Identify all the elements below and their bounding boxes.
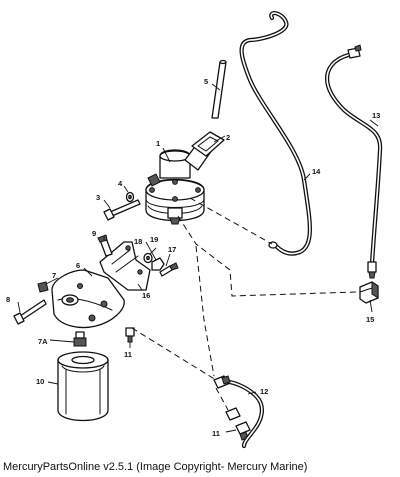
fuel-filter-10 [57,351,109,422]
fitting-7a [73,331,87,347]
fuel-system-exploded-diagram: 1 2 3 4 5 6 7 7A 8 9 10 11 11 12 13 14 1… [6,11,383,449]
callout-14: 14 [312,167,321,176]
screw-17 [159,262,179,277]
callout-15: 15 [366,315,374,324]
washer-4 [125,191,135,203]
copyright-caption: MercuryPartsOnline v2.5.1 (Image Copyrig… [3,461,308,473]
fitting-11-upper [125,327,135,343]
callout-5: 5 [204,77,208,86]
callout-6: 6 [76,261,80,270]
callout-11-upper: 11 [124,350,132,359]
bolt-3 [103,199,141,221]
nut-19 [151,257,165,271]
callout-19: 19 [150,235,158,244]
callout-2: 2 [226,133,230,142]
callout-16: 16 [142,291,150,300]
filter-head-6 [51,269,125,329]
fuel-line-14 [239,11,312,256]
bolt-8 [13,299,47,325]
callout-8: 8 [6,295,10,304]
callout-12: 12 [260,387,268,396]
fuel-line-13 [325,44,383,279]
callout-leaders [17,83,379,433]
callout-1: 1 [156,139,160,148]
callout-9: 9 [92,229,96,238]
screw-7 [37,281,49,293]
callout-17: 17 [168,245,176,254]
callout-18: 18 [134,237,142,246]
callout-13: 13 [372,111,380,120]
callout-3: 3 [96,193,100,202]
callout-7: 7 [52,271,56,280]
callout-4: 4 [118,179,123,188]
callout-11-lower: 11 [212,429,220,438]
pushrod-5 [211,59,227,119]
gasket-2 [191,131,225,157]
washer-18 [143,252,153,264]
screw-9 [97,234,113,257]
fuel-line-12 [213,375,264,449]
callout-10: 10 [36,377,44,386]
fitting-15 [359,281,379,304]
callout-7a: 7A [38,337,48,346]
routing-dashed-lines [131,197,357,411]
